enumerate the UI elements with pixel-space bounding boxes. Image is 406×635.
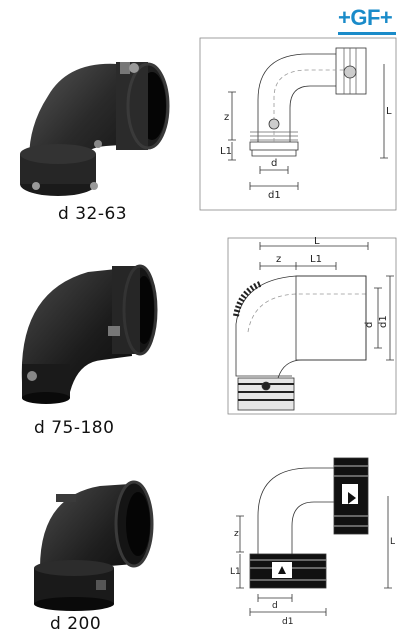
dim-d: d	[271, 158, 277, 169]
elbow-photo-small	[8, 36, 176, 206]
dim-d1: d1	[378, 315, 389, 328]
dim-l1: L1	[310, 254, 322, 265]
technical-drawing-medium: L z L1 d d1	[226, 236, 398, 416]
elbow-photo-medium	[8, 252, 164, 408]
dim-d1: d1	[268, 190, 281, 201]
dim-d1: d1	[282, 617, 293, 627]
dim-l1: L1	[230, 567, 241, 577]
technical-drawing-large: z L1 L d d1	[230, 456, 398, 628]
gf-logo-text: +GF+	[338, 5, 393, 30]
dim-z: z	[234, 529, 239, 539]
elbow-photo-large	[22, 472, 154, 612]
size-label-d75-180: d 75-180	[34, 418, 115, 438]
size-label-d200: d 200	[50, 614, 102, 634]
gf-logo-underline	[338, 32, 396, 35]
dim-d: d	[364, 322, 375, 328]
dim-l1: L1	[220, 146, 232, 157]
dim-z: z	[276, 254, 281, 265]
dim-l: L	[386, 106, 392, 117]
gf-logo: +GF+	[338, 6, 398, 38]
size-label-d32-63: d 32-63	[58, 204, 128, 224]
technical-drawing-small: z L1 L d d1	[198, 36, 398, 212]
dim-l: L	[314, 236, 320, 247]
dim-d: d	[272, 601, 278, 611]
dim-z: z	[224, 112, 229, 123]
dim-l: L	[390, 537, 395, 547]
